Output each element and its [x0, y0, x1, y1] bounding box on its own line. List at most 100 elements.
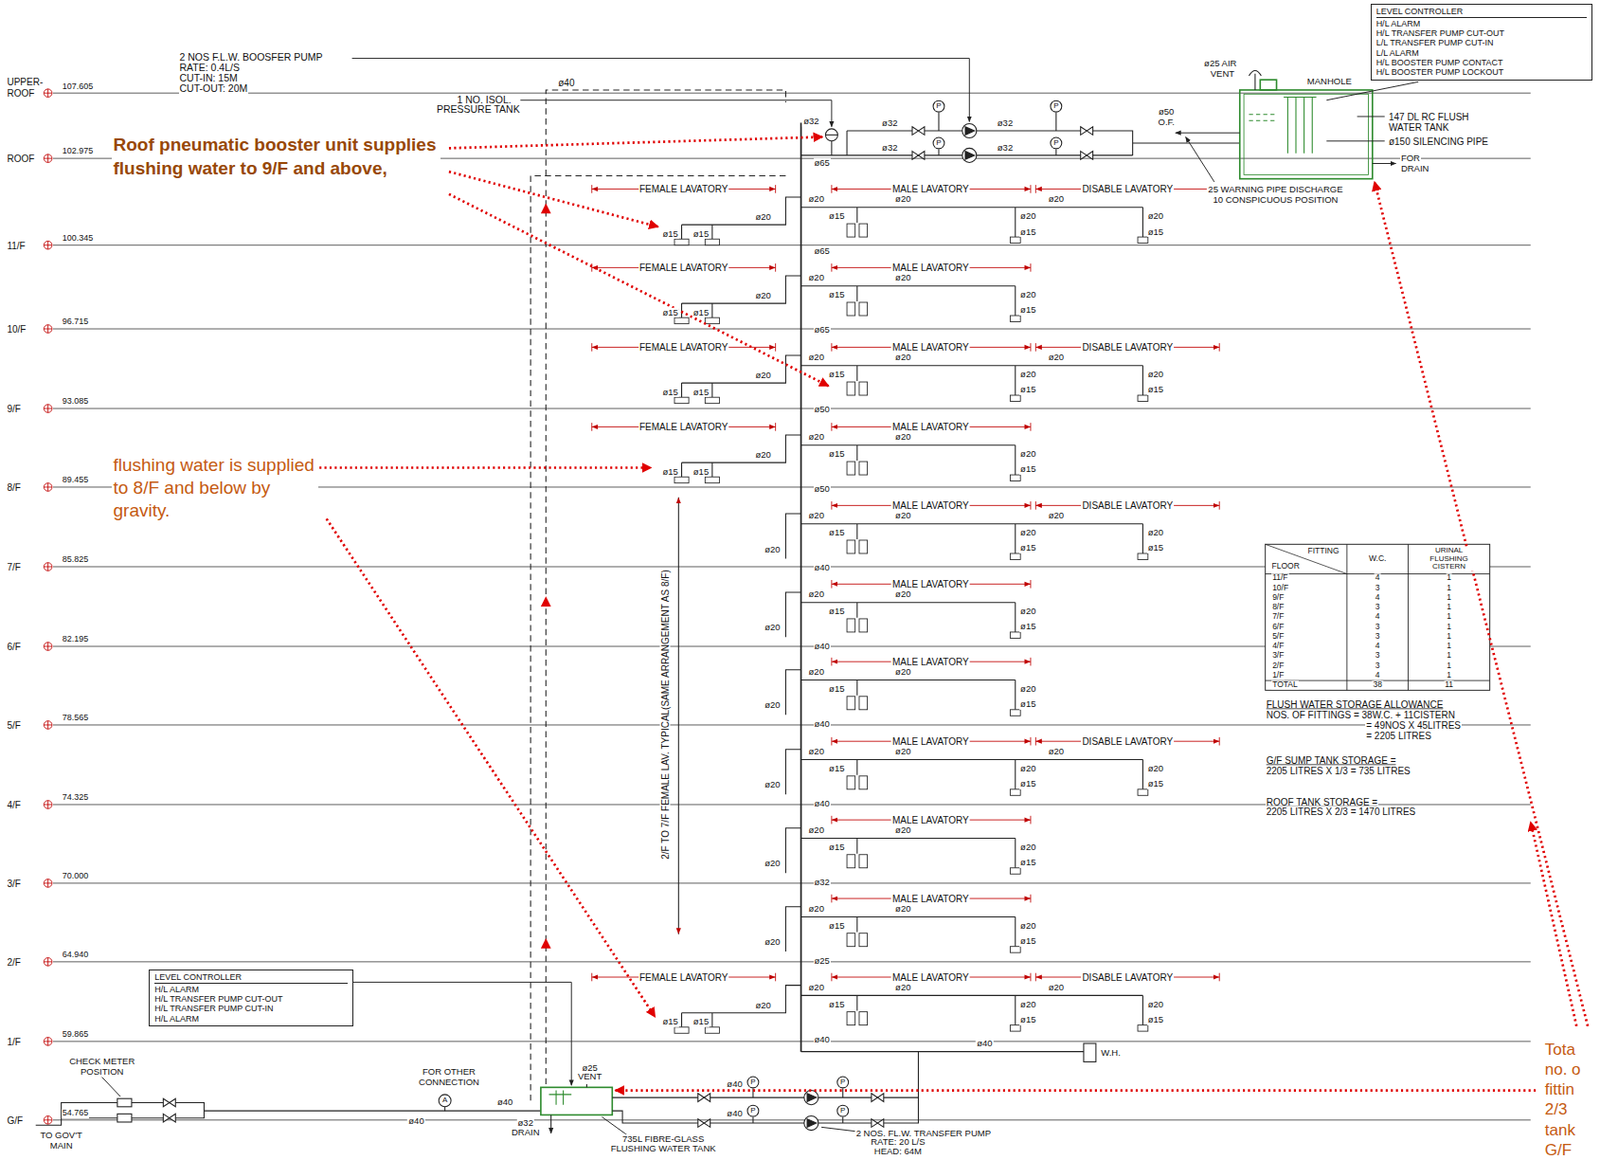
storage-note: G/F SUMP TANK STORAGE =: [1265, 755, 1398, 766]
pipe-line: [785, 749, 801, 794]
pipe-size: ø20: [763, 936, 781, 947]
pipe-size: ø20: [1019, 369, 1037, 379]
pipe-size: ø32: [802, 116, 820, 126]
floor-level: 7/F: [5, 560, 21, 572]
pipe-line: [801, 680, 1016, 710]
flushing-cistern: [1137, 789, 1149, 795]
gauge-symbol: P: [934, 138, 942, 147]
lavatory-label: MALE LAVATORY: [891, 656, 971, 667]
equipment-note: ø40: [496, 1096, 514, 1107]
water-closet: [859, 1011, 868, 1025]
booster-set: [933, 137, 945, 149]
roof-flush-tank: [1243, 93, 1368, 175]
flushing-cistern: [704, 317, 720, 324]
booster-set: [965, 126, 975, 160]
callout-arrows: [326, 518, 656, 1017]
equipment-note: CUT-OUT: 20M: [179, 83, 250, 95]
table-cell: 1: [1445, 651, 1453, 661]
roof-flush-tank: [1283, 96, 1316, 153]
pipe-size: ø15: [662, 466, 680, 476]
pipe-line: [785, 513, 801, 558]
pipe-size: ø50: [1157, 107, 1175, 117]
table-cell: FITTING: [1307, 546, 1341, 556]
pipe-size: ø20: [808, 825, 826, 835]
table-cell: 1: [1445, 631, 1453, 641]
table-cell: 7/F: [1271, 612, 1285, 622]
urinal-cistern: [1009, 236, 1021, 243]
pipe-line: [801, 759, 1144, 790]
equipment-note: FLUSHING WATER TANK: [610, 1143, 718, 1153]
controller-function: L/L ALARM: [1376, 48, 1420, 58]
table-cell: 1: [1445, 583, 1453, 593]
water-closet: [859, 381, 868, 396]
floor-level: 5/F: [5, 719, 21, 730]
pipe-line: [801, 286, 1016, 316]
ground-floor-plant: [747, 1104, 759, 1116]
level-marker: [43, 240, 53, 250]
flushing-cistern: [1137, 395, 1149, 401]
pipe-size: ø15: [1019, 699, 1037, 709]
lavatory-label: MALE LAVATORY: [891, 262, 971, 273]
pipe-size: ø20: [894, 431, 912, 442]
lavatory-label: FEMALE LAVATORY: [638, 970, 730, 982]
pipe-size: ø32: [813, 876, 831, 886]
booster-set: [825, 134, 838, 136]
ground-floor-plant: [1083, 1042, 1097, 1061]
table-cell: 38: [1371, 680, 1383, 689]
level-marker: [43, 1037, 53, 1046]
dashed-pipes: [530, 175, 786, 1100]
floor-level: ROOF: [5, 152, 36, 163]
pipe-size: ø20: [808, 194, 826, 204]
pipe-size: ø40: [813, 562, 831, 573]
controller-function: L/L TRANSFER PUMP CUT-IN: [1376, 37, 1494, 48]
callout-arrows: [615, 1088, 1537, 1092]
equipment-note: CONNECTION: [417, 1077, 481, 1087]
callout-arrows: [273, 137, 1588, 1091]
leader-lines: [821, 1126, 856, 1131]
table-cell: 2/F: [1271, 661, 1285, 670]
pipe-size: ø20: [1147, 527, 1165, 538]
lavatory-label: DISABLE LAVATORY: [1080, 183, 1174, 195]
roof-flush-tank: [1248, 114, 1277, 121]
leader-lines: [602, 1116, 629, 1135]
table-cell: 3: [1374, 631, 1382, 641]
pipe-line: [682, 985, 802, 1027]
urinal-cistern: [1009, 553, 1021, 559]
leader-lines: [1326, 140, 1385, 142]
water-closet: [859, 618, 868, 632]
controller-function: H/L TRANSFER PUMP CUT-OUT: [154, 993, 283, 1004]
pipe-size: ø32: [880, 143, 899, 153]
urinal-cistern: [1009, 946, 1021, 953]
booster-set: [933, 100, 945, 112]
floor-line: [53, 1118, 1531, 1120]
typical-range-arrow: [678, 497, 680, 935]
floor-line: [53, 408, 1531, 410]
pipe-size: ø15: [827, 842, 845, 852]
pipe-size: ø20: [1047, 510, 1065, 521]
level-marker: [43, 800, 53, 809]
water-closet: [846, 381, 856, 396]
controller-function: H/L BOOSTER PUMP CONTACT: [1376, 57, 1504, 68]
pipe-size: ø15: [692, 466, 710, 476]
floor-line: [53, 244, 1531, 246]
equipment-note: 25 WARNING PIPE DISCHARGE: [1206, 184, 1344, 195]
floor-level: 2/F: [5, 955, 21, 967]
urinal-cistern: [1009, 1024, 1021, 1031]
lavatory-label: DISABLE LAVATORY: [1080, 736, 1174, 747]
level-marker: [43, 720, 53, 730]
floor-line: [53, 881, 1531, 883]
ground-floor-plant: [117, 1113, 132, 1122]
flow-arrows: [540, 203, 552, 949]
pipe-size: ø15: [827, 369, 845, 379]
floor-level: 10/F: [5, 323, 27, 334]
pipe-size: ø20: [755, 449, 773, 460]
urinal-cistern: [1009, 631, 1021, 638]
callout-arrows: [1530, 821, 1577, 1025]
equipment-note: CHECK METER: [68, 1056, 136, 1066]
flushing-cistern: [1137, 1024, 1149, 1031]
ground-floor-plant: [540, 1086, 612, 1115]
roof-flush-tank: [1240, 89, 1373, 180]
pipe-size: ø20: [808, 431, 826, 442]
level-marker: [43, 404, 53, 414]
table-cell: TOTAL: [1271, 680, 1299, 689]
